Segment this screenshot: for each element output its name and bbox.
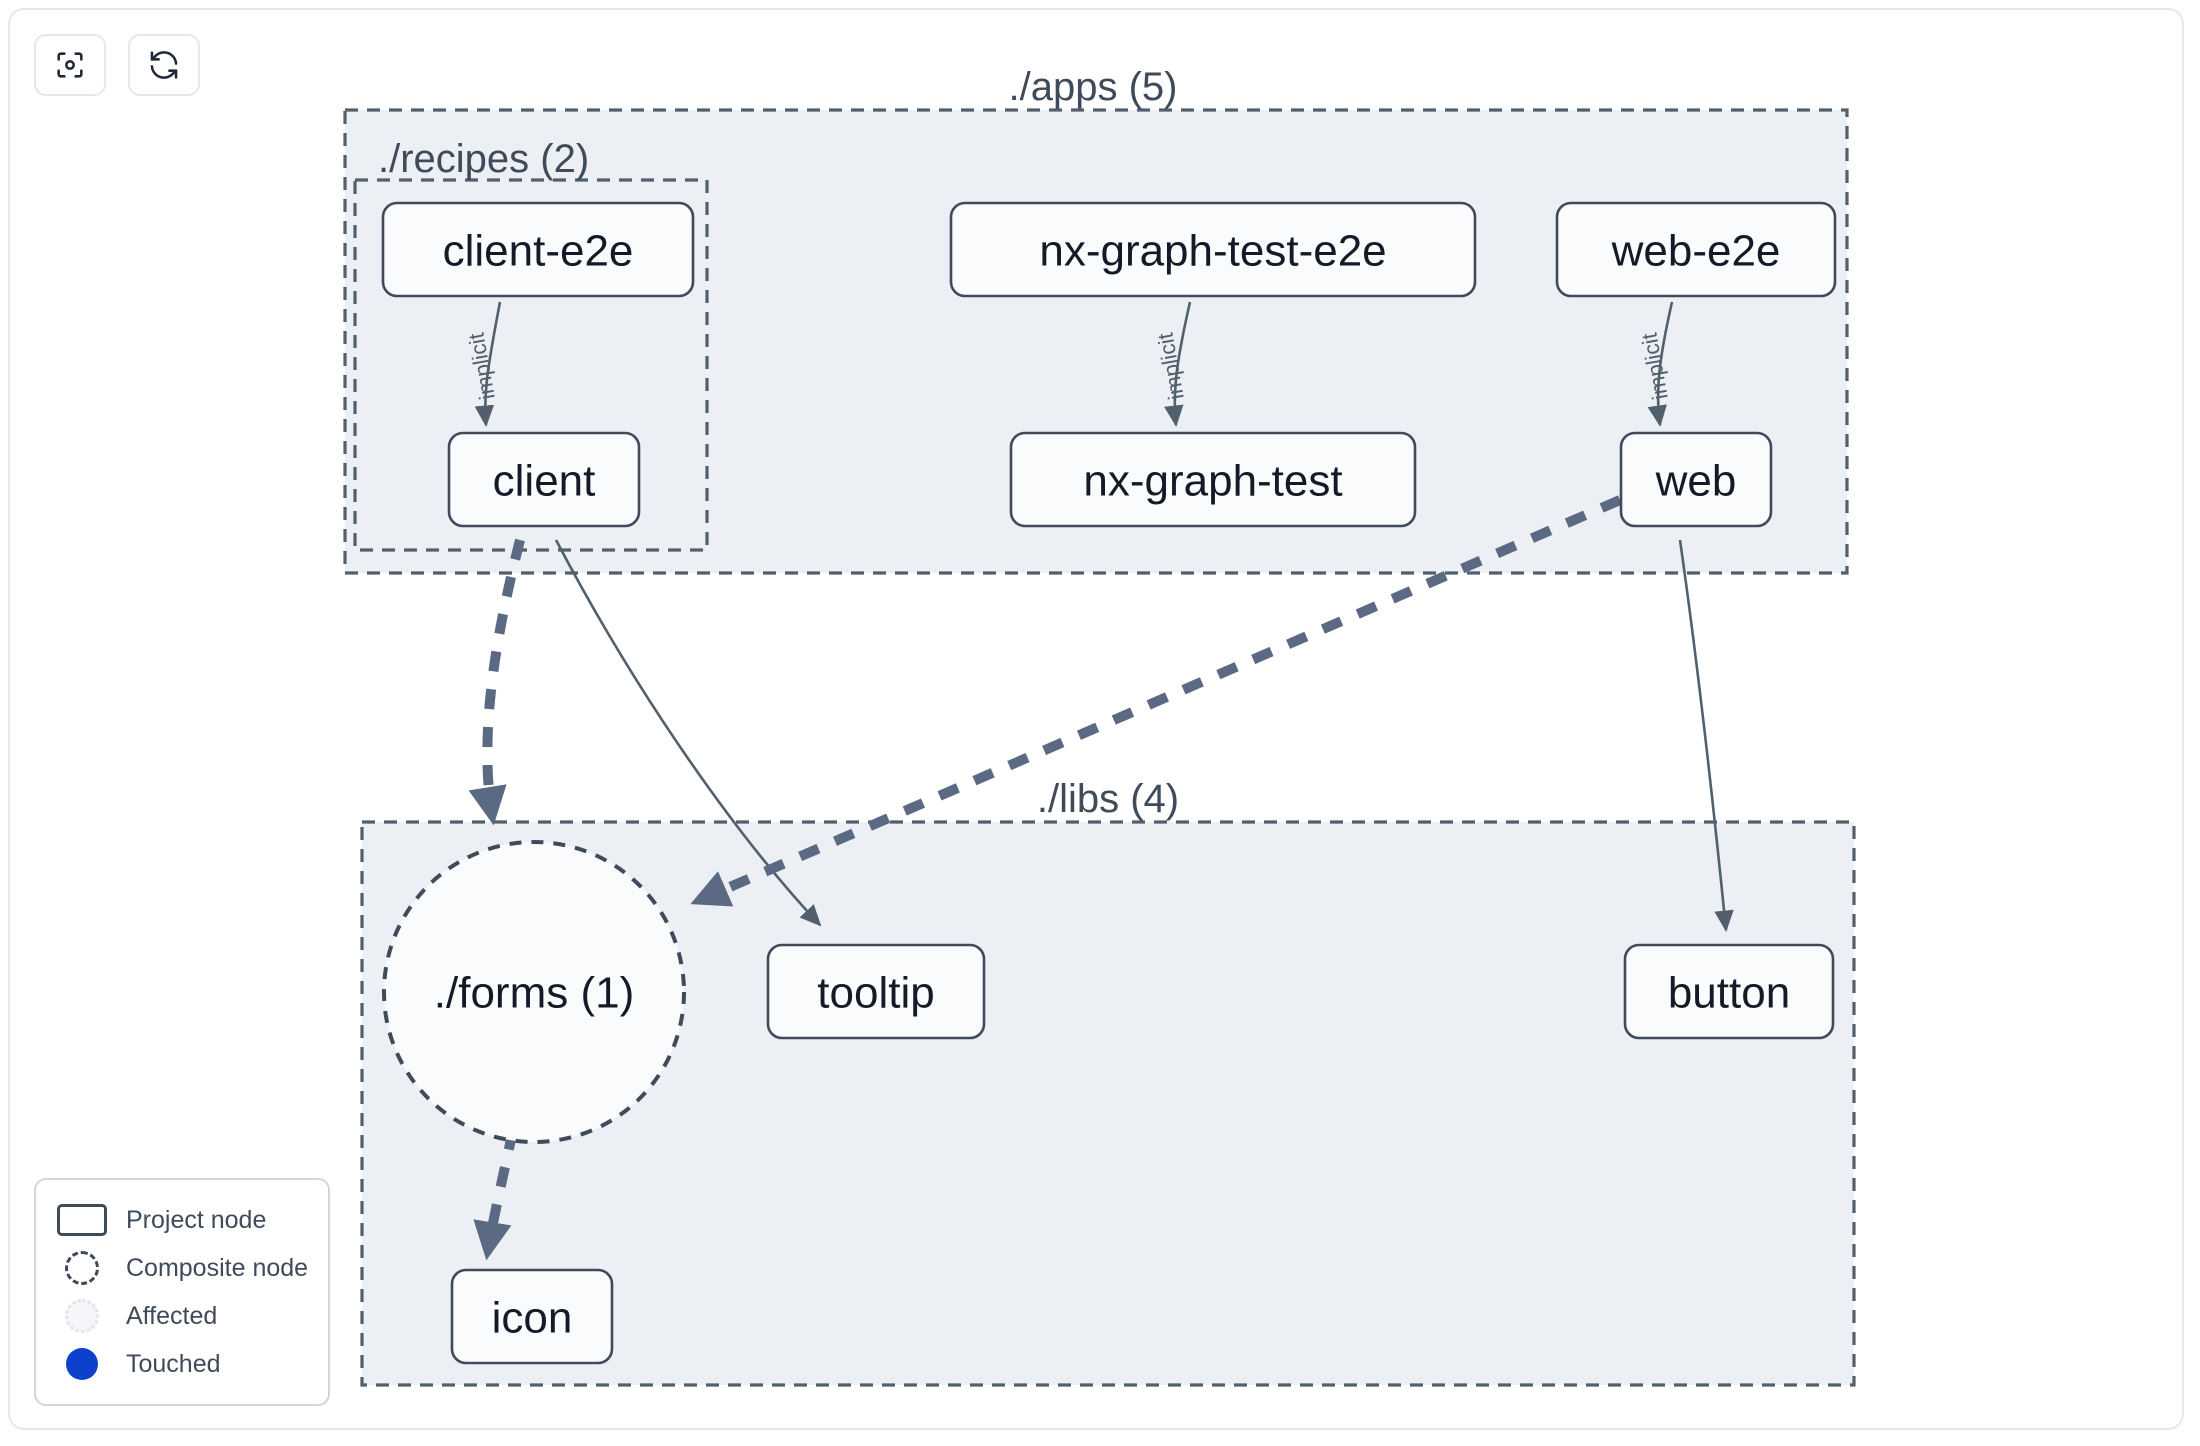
node-button[interactable]: button	[1623, 943, 1835, 1040]
node-tooltip[interactable]: tooltip	[766, 943, 986, 1040]
project-node-swatch	[54, 1204, 110, 1236]
node-client[interactable]: client	[447, 431, 641, 528]
group-recipes-label: ./recipes (2)	[378, 137, 589, 181]
focus-target-button[interactable]	[34, 34, 106, 96]
node-forms-composite[interactable]: ./forms (1)	[382, 840, 686, 1144]
focus-target-icon	[53, 48, 87, 82]
legend-item-touched: Touched	[54, 1340, 310, 1388]
graph-legend: Project node Composite node Affected Tou…	[34, 1178, 330, 1406]
legend-label-affected: Affected	[126, 1301, 218, 1330]
composite-node-swatch	[54, 1251, 110, 1285]
legend-item-composite-node: Composite node	[54, 1244, 310, 1292]
legend-item-affected: Affected	[54, 1292, 310, 1340]
node-button-label: button	[1668, 969, 1790, 1018]
touched-swatch	[54, 1348, 110, 1380]
node-web[interactable]: web	[1619, 431, 1773, 528]
node-web-e2e[interactable]: web-e2e	[1555, 201, 1837, 298]
node-nx-graph-test-label: nx-graph-test	[1083, 457, 1342, 506]
node-client-label: client	[493, 457, 596, 506]
node-client-e2e[interactable]: client-e2e	[381, 201, 695, 298]
legend-item-project-node: Project node	[54, 1196, 310, 1244]
edge-web-to-forms[interactable]	[690, 495, 1622, 907]
node-tooltip-label: tooltip	[817, 969, 934, 1018]
node-nx-graph-test-e2e[interactable]: nx-graph-test-e2e	[949, 201, 1477, 298]
node-web-e2e-label: web-e2e	[1611, 227, 1781, 276]
node-icon[interactable]: icon	[450, 1268, 614, 1365]
refresh-icon	[147, 48, 181, 82]
legend-label-touched: Touched	[126, 1349, 221, 1378]
legend-label-project-node: Project node	[126, 1205, 267, 1234]
edge-forms-to-icon[interactable]	[473, 1128, 518, 1261]
group-libs-label: ./libs (4)	[1037, 777, 1179, 821]
legend-label-composite-node: Composite node	[126, 1253, 309, 1282]
node-web-label: web	[1655, 457, 1737, 506]
node-nx-graph-test[interactable]: nx-graph-test	[1009, 431, 1417, 528]
node-nx-graph-test-e2e-label: nx-graph-test-e2e	[1039, 227, 1386, 276]
node-forms-label: ./forms (1)	[434, 969, 634, 1018]
graph-toolbar	[34, 34, 200, 96]
refresh-button[interactable]	[128, 34, 200, 96]
node-client-e2e-label: client-e2e	[443, 227, 634, 276]
edge-client-to-tooltip[interactable]	[554, 539, 822, 927]
group-apps-label: ./apps (5)	[1009, 65, 1178, 109]
edge-client-to-forms[interactable]	[468, 538, 525, 826]
affected-swatch	[54, 1299, 110, 1333]
edge-web-to-button[interactable]	[1678, 539, 1734, 932]
node-icon-label: icon	[492, 1294, 573, 1343]
